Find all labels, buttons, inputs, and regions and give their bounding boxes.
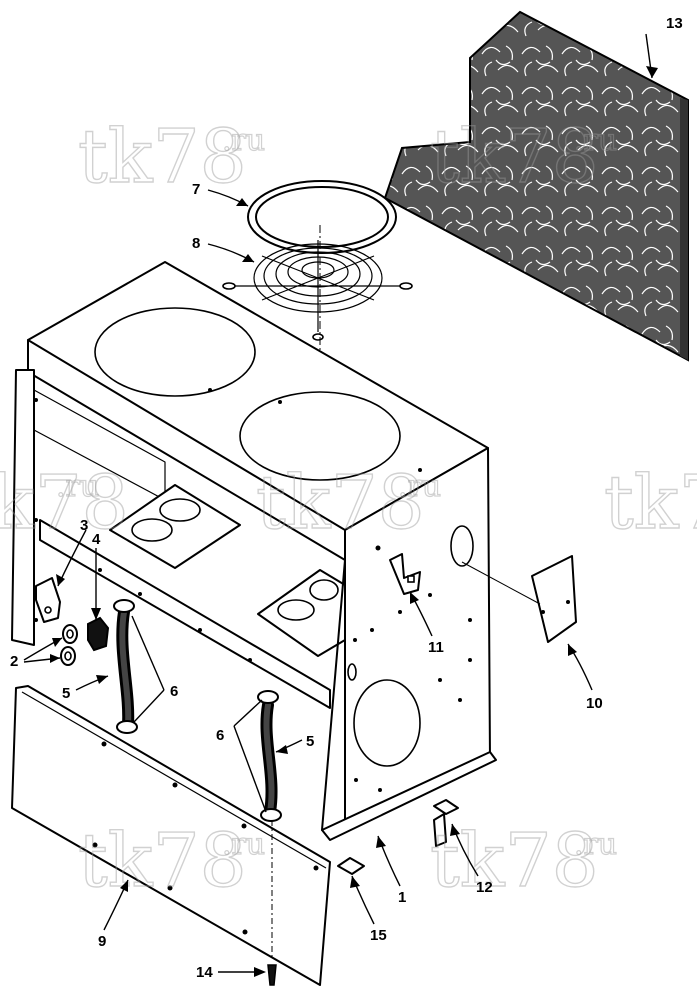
ring-inner bbox=[255, 186, 389, 248]
part-12-bracket bbox=[433, 799, 459, 847]
part-15-foot-pad bbox=[337, 857, 365, 875]
clip-4-body bbox=[87, 616, 110, 652]
hose-assembly-right bbox=[257, 690, 282, 822]
watermark-1-suffix: .ru bbox=[222, 123, 265, 158]
callout-9: 9 bbox=[98, 933, 106, 950]
leader-6a-top bbox=[131, 615, 165, 691]
part-6-clamp-right-top bbox=[257, 690, 279, 704]
cabinet-inner-back bbox=[33, 389, 166, 501]
shelf-right-hole-2 bbox=[309, 579, 339, 601]
hose-assembly-left bbox=[113, 599, 138, 734]
callout-6-left: 6 bbox=[170, 683, 178, 700]
top-fan-opening-right bbox=[239, 391, 401, 481]
shelf-right-hole-1 bbox=[277, 599, 315, 621]
guard-tab-left bbox=[222, 282, 236, 290]
callout-13: 13 bbox=[666, 15, 683, 32]
callout-2: 2 bbox=[10, 653, 18, 670]
watermark-4-suffix: .ru bbox=[398, 469, 441, 504]
callout-5-right: 5 bbox=[306, 733, 314, 750]
callout-6-right: 6 bbox=[216, 727, 224, 744]
side-slot bbox=[347, 663, 357, 681]
leader-lines bbox=[23, 33, 658, 977]
cover-plate-face bbox=[531, 555, 577, 643]
watermark-2: tk78 bbox=[430, 114, 599, 200]
part-4-clip bbox=[87, 616, 110, 652]
cabinet-rivets bbox=[34, 388, 472, 792]
callout-15: 15 bbox=[370, 927, 387, 944]
inner-shelf-left bbox=[109, 484, 241, 569]
part-6-clamp-left-bottom bbox=[116, 720, 138, 734]
callout-8: 8 bbox=[192, 235, 200, 252]
front-panel-face bbox=[11, 685, 331, 986]
callout-14: 14 bbox=[196, 964, 213, 981]
part-6-clamp-left-top bbox=[113, 599, 135, 613]
bracket-3-hole bbox=[44, 606, 52, 614]
watermark-7-suffix: .ru bbox=[574, 827, 617, 862]
part-2-grommets bbox=[60, 624, 78, 666]
watermark-3: tk78 bbox=[0, 460, 129, 546]
part-13-foam-panel bbox=[383, 10, 689, 362]
watermark-5: tk78 bbox=[604, 460, 697, 546]
watermark-2-suffix: .ru bbox=[574, 123, 617, 158]
part-7-ring bbox=[247, 180, 397, 254]
watermark-1: tk78 bbox=[78, 114, 247, 200]
shelf-left-hole-1 bbox=[131, 518, 173, 542]
watermark-3-suffix: .ru bbox=[56, 469, 99, 504]
foam-panel-face bbox=[383, 10, 689, 362]
watermark-6-suffix: .ru bbox=[222, 827, 265, 862]
part-8-fan-guard bbox=[222, 240, 413, 341]
side-opening-small bbox=[450, 525, 474, 567]
cabinet-front-rail bbox=[39, 519, 331, 709]
callout-3: 3 bbox=[80, 517, 88, 534]
leader-6b-bottom bbox=[233, 725, 267, 813]
callout-11: 11 bbox=[428, 639, 444, 656]
bracket-11-screw bbox=[375, 545, 381, 551]
part-1-cabinet bbox=[11, 261, 497, 841]
cover-plate-leader bbox=[461, 561, 541, 605]
callout-12: 12 bbox=[476, 879, 493, 896]
callout-4: 4 bbox=[92, 531, 101, 548]
part-14-drain-plug bbox=[267, 964, 277, 986]
part-11-bracket bbox=[389, 553, 421, 595]
leader-6a-bottom bbox=[133, 689, 165, 723]
part-6-clamp-right-bottom bbox=[260, 808, 282, 822]
bracket-3-body bbox=[35, 577, 61, 623]
callout-7: 7 bbox=[192, 181, 200, 198]
part-10-cover-plate bbox=[531, 555, 577, 643]
part-3-bracket bbox=[35, 577, 61, 623]
part-9-front-panel bbox=[11, 685, 331, 986]
watermark-group: tk78 .ru tk78 .ru tk78 .ru tk78 .ru tk78… bbox=[0, 113, 697, 904]
foam-panel-edge bbox=[680, 98, 688, 360]
watermark-6: tk78 bbox=[78, 818, 247, 904]
leader-6b-top bbox=[233, 699, 263, 727]
callout-labels: 13 7 8 3 4 2 5 6 6 5 11 10 1 12 15 9 14 bbox=[10, 15, 683, 981]
shelf-left-hole-2 bbox=[159, 498, 201, 522]
callout-10: 10 bbox=[586, 695, 603, 712]
guard-spokes bbox=[232, 240, 404, 332]
callout-1: 1 bbox=[398, 889, 406, 906]
watermark-4: tk78 bbox=[256, 460, 425, 546]
guard-tab-bottom bbox=[312, 333, 324, 341]
ring-outer bbox=[247, 180, 397, 254]
cabinet-base-flange bbox=[321, 751, 497, 841]
guard-tab-right bbox=[399, 282, 413, 290]
side-opening-large bbox=[353, 679, 421, 767]
callout-5-left: 5 bbox=[62, 685, 70, 702]
cabinet-left-post bbox=[11, 369, 35, 646]
top-fan-opening-left bbox=[94, 307, 256, 397]
front-panel-holes bbox=[92, 741, 319, 935]
